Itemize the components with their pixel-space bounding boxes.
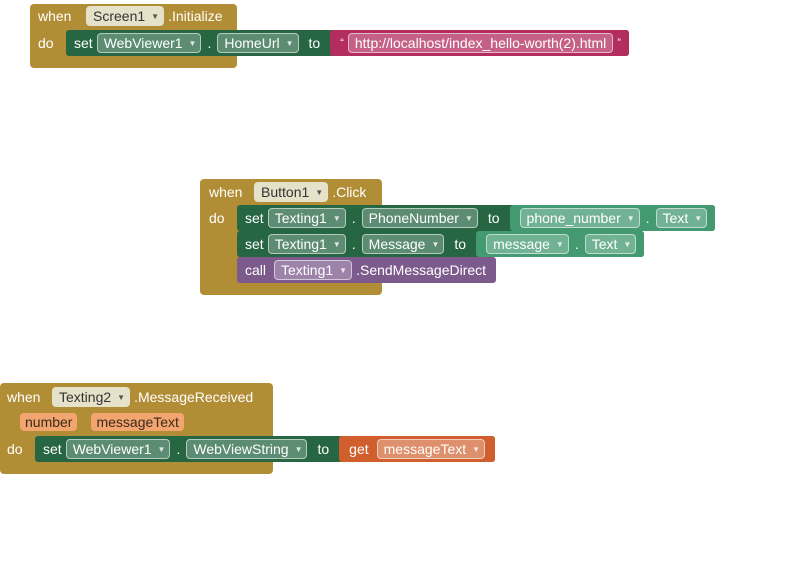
set-keyword: set [245,236,264,252]
to-keyword: to [454,236,467,252]
dropdown-arrow-icon: ▼ [332,239,341,249]
property-dropdown[interactable]: HomeUrl ▼ [217,33,299,53]
set-webviewer1-homeurl-block[interactable]: set WebViewer1 ▼ . HomeUrl ▼ to “ http://l… [66,30,629,56]
value-property-dropdown[interactable]: Text ▼ [655,208,708,228]
to-keyword: to [308,35,321,51]
when-keyword: when [209,184,243,200]
dropdown-value: HomeUrl [224,35,280,51]
component-dropdown[interactable]: WebViewer1 ▼ [65,439,171,459]
dropdown-value: phone_number [526,210,621,226]
dropdown-arrow-icon: ▼ [339,265,348,275]
dropdown-value: Message [368,236,426,252]
variable-dropdown[interactable]: messageText ▼ [376,439,486,459]
do-keyword: do [7,441,23,457]
method-name-label: .SendMessageDirect [356,262,487,278]
get-keyword: get [349,441,369,457]
call-keyword: call [245,262,267,278]
component-dropdown[interactable]: Texting1 ▼ [267,234,346,254]
dot-separator: . [574,236,579,252]
dropdown-arrow-icon: ▼ [472,444,481,454]
param-messagetext[interactable]: messageText [91,413,184,431]
dropdown-arrow-icon: ▼ [315,187,324,197]
do-keyword: do [38,35,54,51]
quote-close: ” [617,37,621,49]
dropdown-arrow-icon: ▼ [117,392,126,402]
dot-separator: . [176,441,181,457]
event-name-label: .MessageReceived [134,389,254,405]
dropdown-arrow-icon: ▼ [555,239,564,249]
dropdown-arrow-icon: ▼ [694,213,703,223]
value-component-dropdown[interactable]: message ▼ [486,234,569,254]
dropdown-value: Text [662,210,689,226]
dropdown-value: message [493,236,550,252]
dropdown-arrow-icon: ▼ [285,38,294,48]
dropdown-arrow-icon: ▼ [294,444,303,454]
event-component-dropdown[interactable]: Button1 ▼ [254,182,329,202]
dropdown-arrow-icon: ▼ [623,239,632,249]
set-keyword: set [74,35,93,51]
component-property-getter[interactable]: message ▼ . Text ▼ [476,231,645,257]
quote-open: “ [340,37,344,49]
text-string-block[interactable]: “ http://localhost/index_hello-worth(2).… [330,30,629,56]
component-dropdown[interactable]: Texting1 ▼ [274,260,353,280]
event-name-label: .Initialize [168,8,223,24]
dropdown-arrow-icon: ▼ [151,11,160,21]
to-keyword: to [317,441,330,457]
property-dropdown[interactable]: PhoneNumber ▼ [361,208,478,228]
string-value: http://localhost/index_hello-worth(2).ht… [354,35,607,51]
dot-separator: . [351,236,356,252]
set-keyword: set [43,441,62,457]
dropdown-value: WebViewer1 [103,35,183,51]
dropdown-arrow-icon: ▼ [626,213,635,223]
string-value-field[interactable]: http://localhost/index_hello-worth(2).ht… [347,33,614,53]
do-keyword: do [209,210,225,226]
get-variable-block[interactable]: get messageText ▼ [339,436,496,462]
dropdown-value: WebViewString [193,441,289,457]
set-texting1-phonenumber-block[interactable]: set Texting1 ▼ . PhoneNumber ▼ to phone_nu… [237,205,716,231]
dropdown-value: Texting2 [59,389,112,405]
param-number[interactable]: number [20,413,78,431]
when-keyword: when [7,389,41,405]
dropdown-value: messageText [383,441,467,457]
set-keyword: set [245,210,264,226]
call-texting1-sendmessagedirect-block[interactable]: call Texting1 ▼ .SendMessageDirect [237,257,497,283]
when-keyword: when [38,8,72,24]
dropdown-value: Texting1 [274,210,327,226]
dropdown-value: Texting1 [281,262,334,278]
property-dropdown[interactable]: Message ▼ [361,234,445,254]
dropdown-value: PhoneNumber [368,210,459,226]
dropdown-value: WebViewer1 [72,441,152,457]
dropdown-value: Text [591,236,618,252]
dropdown-value: Screen1 [93,8,146,24]
event-component-dropdown[interactable]: Texting2 ▼ [52,387,131,407]
property-dropdown[interactable]: WebViewString ▼ [186,439,308,459]
dropdown-value: Texting1 [274,236,327,252]
event-name-label: .Click [332,184,367,200]
dropdown-arrow-icon: ▼ [464,213,473,223]
event-component-dropdown[interactable]: Screen1 ▼ [86,6,165,26]
component-dropdown[interactable]: Texting1 ▼ [267,208,346,228]
value-property-dropdown[interactable]: Text ▼ [584,234,637,254]
dropdown-arrow-icon: ▼ [332,213,341,223]
dropdown-arrow-icon: ▼ [188,38,197,48]
component-property-getter[interactable]: phone_number ▼ . Text ▼ [509,205,716,231]
to-keyword: to [487,210,500,226]
value-component-dropdown[interactable]: phone_number ▼ [519,208,640,228]
dot-separator: . [351,210,356,226]
dropdown-arrow-icon: ▼ [431,239,440,249]
dot-separator: . [645,210,650,226]
component-dropdown[interactable]: WebViewer1 ▼ [96,33,202,53]
dot-separator: . [207,35,212,51]
set-texting1-message-block[interactable]: set Texting1 ▼ . Message ▼ to message ▼ . T… [237,231,645,257]
dropdown-arrow-icon: ▼ [157,444,166,454]
set-webviewer1-webviewstring-block[interactable]: set WebViewer1 ▼ . WebViewString ▼ to get … [35,436,496,462]
dropdown-value: Button1 [261,184,310,200]
